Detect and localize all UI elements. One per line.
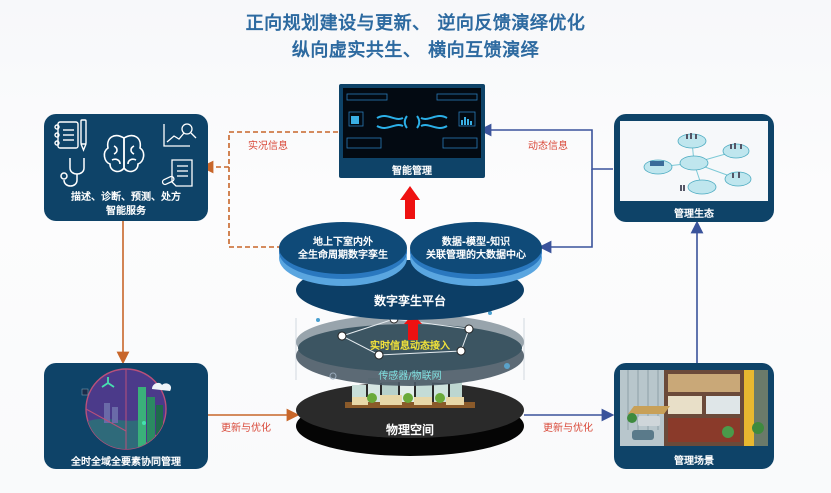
flow-label-update-left: 更新与优化 — [221, 423, 271, 434]
smart-management-box[interactable]: 智能管理 — [339, 84, 485, 178]
digital-twin-platform-disc — [279, 222, 542, 320]
left-disc-text: 地上下室内外 全生命周期数字孪生 — [283, 236, 403, 262]
sensor-iot-label: 传感器/物联网 — [378, 371, 442, 382]
full-management-box[interactable]: 全时全域全要素协同管理 — [44, 363, 208, 469]
prescription-icon — [161, 159, 193, 187]
full-management-label: 全时全域全要素协同管理 — [71, 457, 181, 468]
notebook-icon — [54, 119, 87, 152]
flow-label-update-right: 更新与优化 — [543, 423, 593, 434]
left-disc-line-2: 全生命周期数字孪生 — [298, 250, 388, 261]
smart-service-line-2: 智能服务 — [106, 206, 146, 217]
left-disc-line-1: 地上下室内外 — [313, 237, 373, 248]
smart-service-box[interactable]: 描述、诊断、预测、处方 智能服务 — [44, 114, 208, 221]
physical-space-disc — [296, 376, 524, 456]
physical-space-label: 物理空间 — [385, 423, 434, 437]
smart-management-label: 智能管理 — [392, 166, 432, 177]
digital-twin-platform-label: 数字孪生平台 — [373, 294, 446, 308]
right-disc-line-1: 数据-模型-知识 — [441, 237, 511, 248]
flow-label-realtime-info: 实况信息 — [248, 141, 288, 152]
management-scene-label: 管理场景 — [674, 456, 714, 467]
management-scene-box[interactable]: 管理场景 — [614, 363, 774, 469]
flow-label-dynamic-info: 动态信息 — [528, 141, 568, 152]
smart-service-icons — [54, 119, 197, 187]
right-disc-text: 数据-模型-知识 关联管理的大数据中心 — [412, 236, 540, 262]
realtime-access-label: 实时信息动态接入 — [370, 341, 450, 352]
sensor-iot-disc — [295, 311, 525, 386]
stethoscope-icon — [60, 158, 85, 187]
building-scene-image — [620, 370, 768, 446]
dashboard-screen-image — [343, 88, 481, 158]
title-line-1: 正向规划建设与更新、 逆向反馈演绎优化 — [245, 13, 586, 34]
ecology-network-image — [620, 121, 768, 201]
city-circle-image — [81, 368, 172, 450]
title-line-2: 纵向虚实共生、 横向互馈演绎 — [291, 40, 540, 61]
up-arrow-icon — [400, 186, 420, 219]
brain-icon — [103, 134, 145, 173]
management-ecology-box[interactable]: 管理生态 — [614, 114, 774, 222]
smart-service-line-1: 描述、诊断、预测、处方 — [71, 192, 181, 203]
management-ecology-label: 管理生态 — [674, 209, 714, 220]
right-disc-line-2: 关联管理的大数据中心 — [426, 250, 526, 261]
chart-search-icon — [163, 123, 197, 147]
